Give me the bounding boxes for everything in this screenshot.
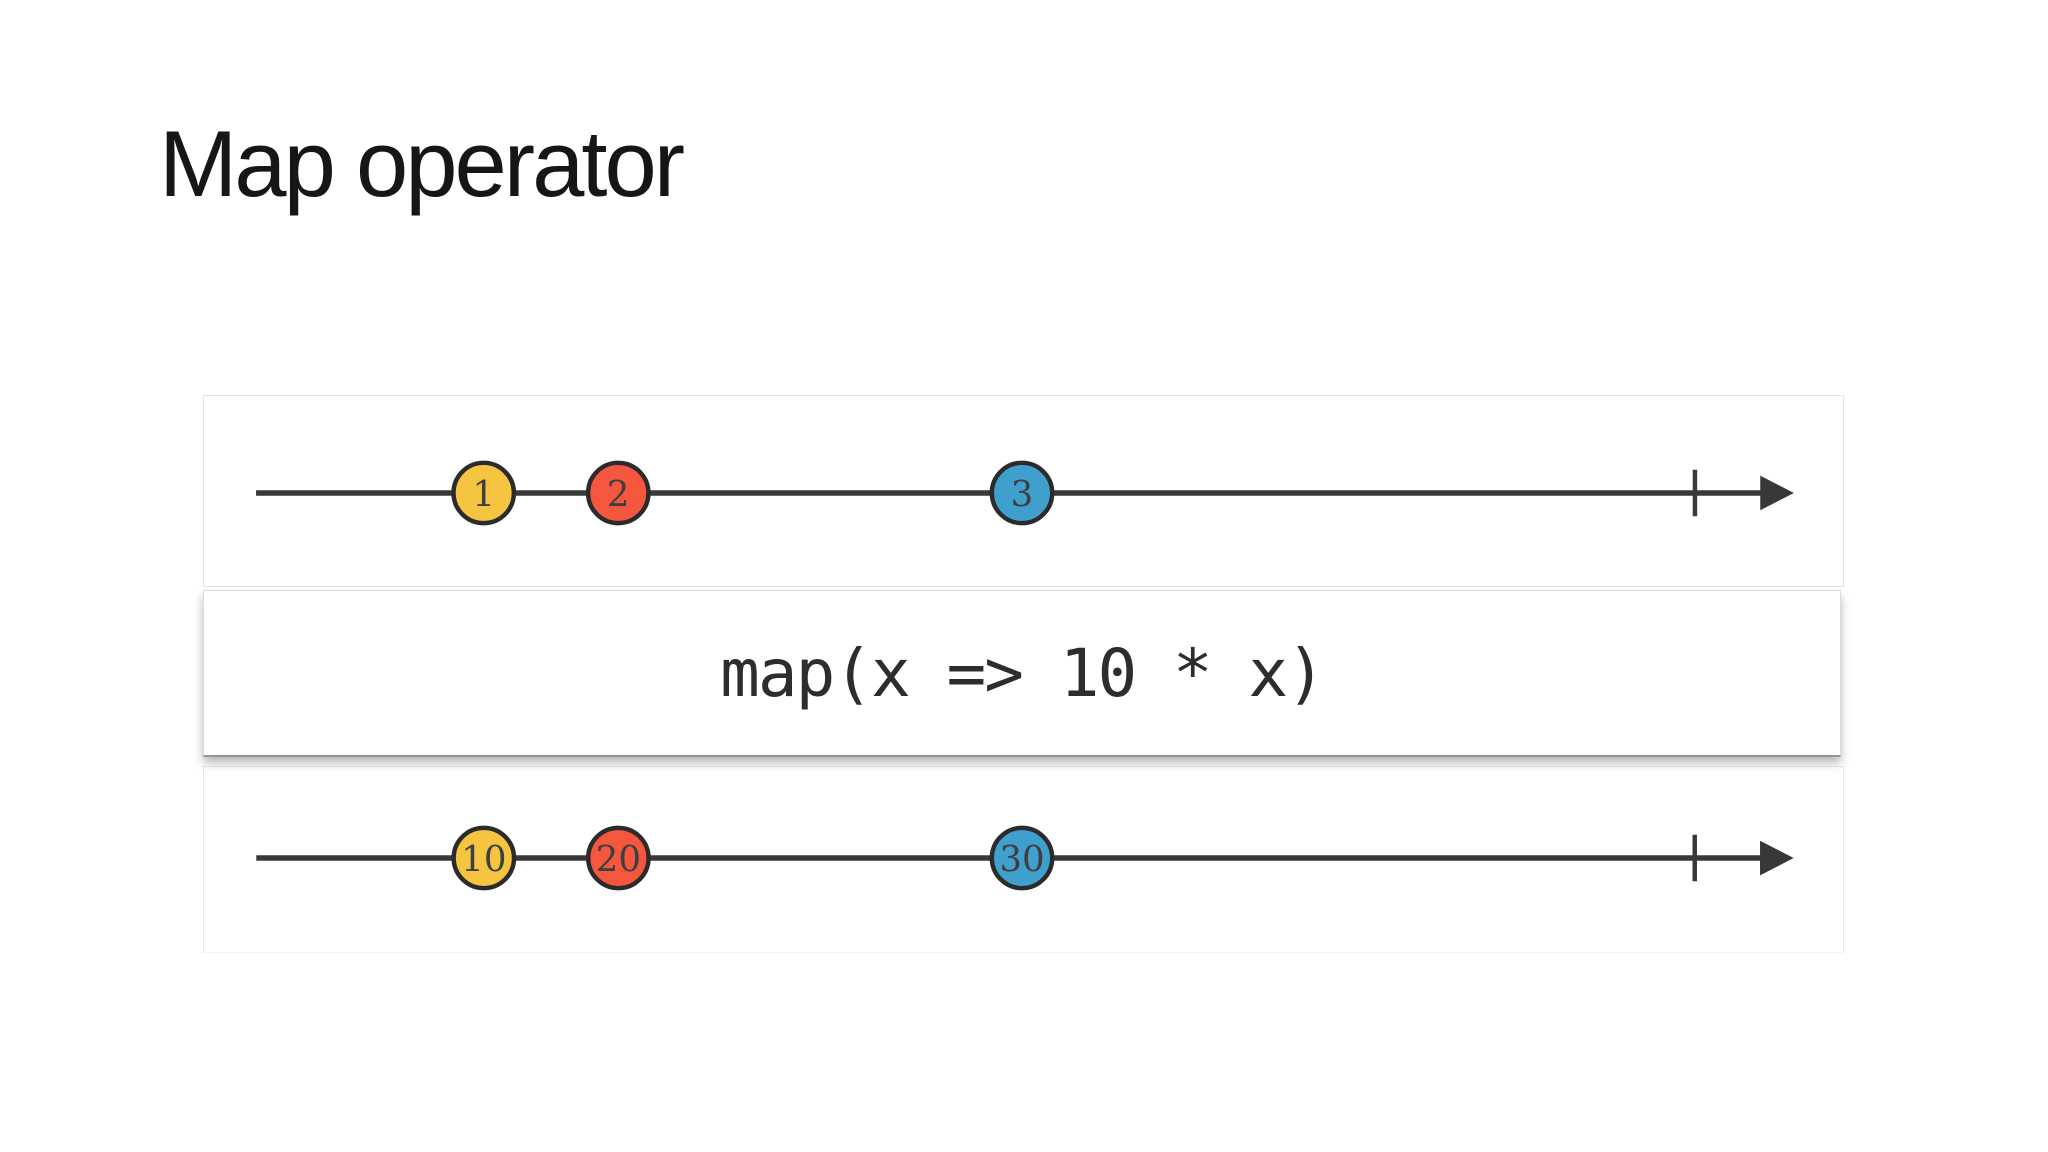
result-arrowhead-icon <box>1760 840 1794 876</box>
result-marble-label-30: 30 <box>999 839 1044 880</box>
result-stream-diagram: 10 20 30 <box>256 825 1794 891</box>
source-marble-label-3: 3 <box>1011 474 1034 515</box>
source-marble-label-1: 1 <box>472 474 495 515</box>
source-stream-diagram: 1 2 3 <box>256 460 1794 526</box>
source-arrowhead-icon <box>1760 475 1794 511</box>
result-marble-20 <box>585 825 651 891</box>
source-marble-label-2: 2 <box>607 474 630 515</box>
result-marble-30 <box>989 825 1055 891</box>
result-stream-panel: 10 20 30 <box>203 766 1844 953</box>
result-marble-label-20: 20 <box>596 839 641 880</box>
operator-box: map(x => 10 * x) <box>203 590 1841 757</box>
slide-title: Map operator <box>159 111 685 216</box>
result-marble-label-10: 10 <box>461 839 506 880</box>
source-marble-2 <box>585 460 651 526</box>
source-stream-panel: 1 2 3 <box>203 395 1844 587</box>
result-marble-10 <box>451 825 517 891</box>
source-marble-1 <box>451 460 517 526</box>
source-marble-3 <box>989 460 1055 526</box>
operator-code: map(x => 10 * x) <box>720 634 1326 712</box>
